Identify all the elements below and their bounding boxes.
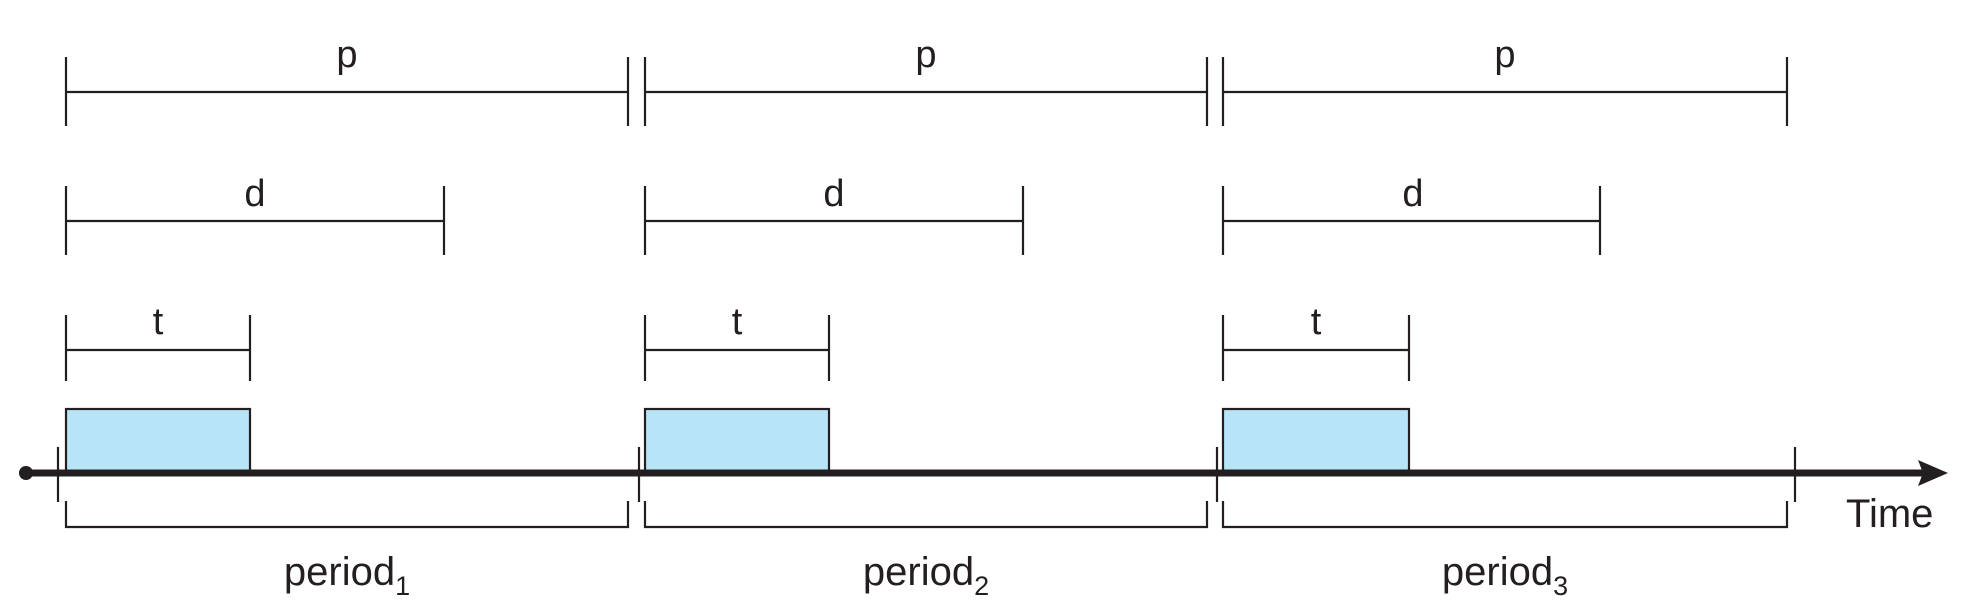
axis-arrow-icon: [1918, 460, 1948, 486]
d-interval-2: d: [643, 173, 1025, 255]
t-interval-2: t: [643, 301, 831, 381]
d-label: d: [823, 173, 844, 215]
period-group-3: p d t period3: [1221, 34, 1789, 601]
period-bracket-2: [643, 501, 1209, 529]
period-group-2: p d t period2: [643, 34, 1209, 601]
period-bracket-3: [1221, 501, 1789, 529]
period-bracket-1: [64, 501, 630, 529]
processing-burst-3: [1221, 407, 1411, 475]
p-label: p: [1494, 34, 1515, 76]
period-label-1: period1: [284, 550, 410, 601]
d-interval-1: d: [64, 173, 446, 255]
p-label: p: [336, 34, 357, 76]
d-label: d: [1402, 173, 1423, 215]
t-interval-3: t: [1221, 301, 1411, 381]
processing-burst-2: [643, 407, 831, 475]
p-interval-1: p: [64, 34, 630, 126]
t-label: t: [732, 301, 743, 343]
p-label: p: [915, 34, 936, 76]
p-interval-3: p: [1221, 34, 1789, 126]
d-interval-3: d: [1221, 173, 1602, 255]
axis-label-time: Time: [1846, 492, 1933, 536]
time-axis: Time: [19, 447, 1948, 536]
t-label: t: [1311, 301, 1322, 343]
processing-burst-1: [64, 407, 252, 475]
t-label: t: [153, 301, 164, 343]
period-group-1: p d t period1: [64, 34, 630, 601]
period-label-2: period2: [863, 550, 989, 601]
period-label-3: period3: [1442, 550, 1568, 601]
d-label: d: [244, 173, 265, 215]
t-interval-1: t: [64, 301, 252, 381]
p-interval-2: p: [643, 34, 1209, 126]
